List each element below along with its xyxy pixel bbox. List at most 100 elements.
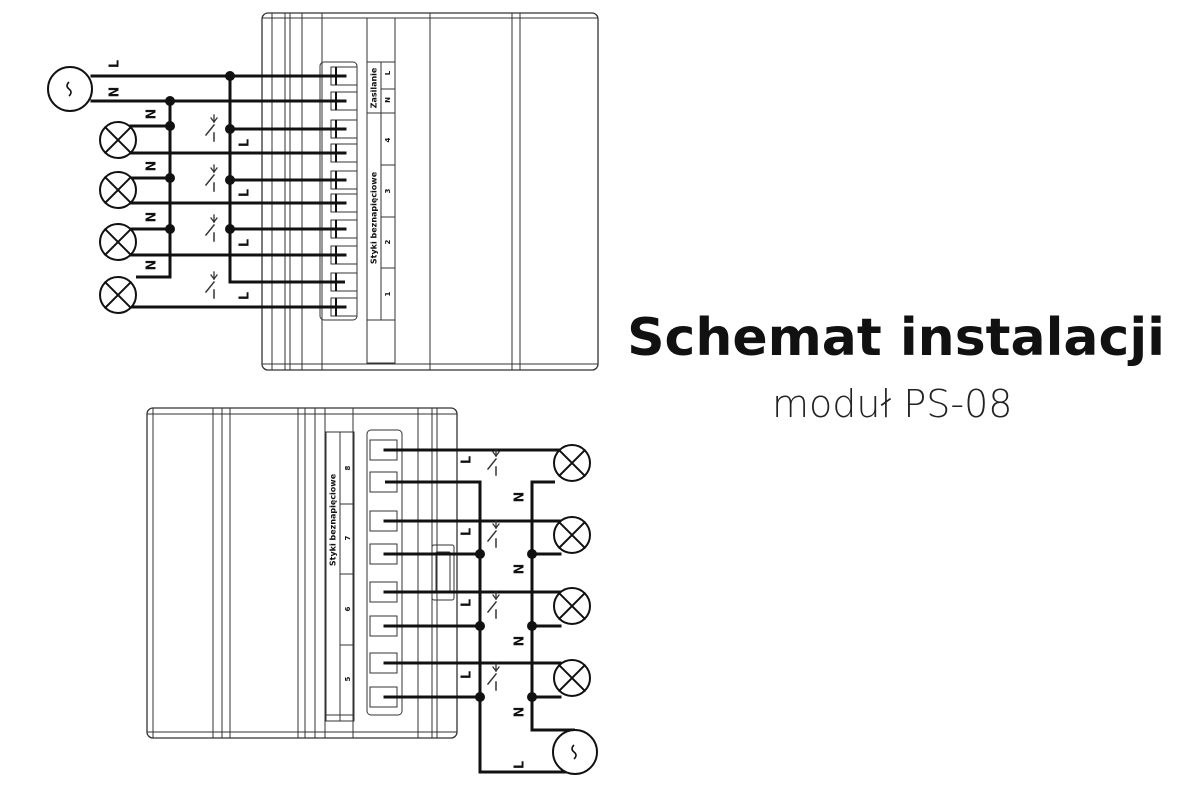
label-l: L (238, 292, 253, 300)
lamp-icon (99, 223, 137, 261)
switch-icon (486, 520, 500, 548)
switch-blade (486, 672, 498, 686)
junction-dot (527, 692, 537, 702)
label-l: L (238, 239, 253, 247)
tilde-glyph (66, 81, 72, 97)
junction-dot (225, 71, 235, 81)
switch-contact (210, 167, 215, 173)
lamp-cross (557, 591, 587, 621)
switch-icon (204, 164, 218, 192)
label-l: L (460, 599, 475, 607)
switch-icon (204, 114, 218, 142)
channel-number: 5 (344, 676, 352, 681)
channel-number: 4 (384, 137, 392, 142)
label-n: N (513, 564, 528, 575)
label-n: N (145, 260, 160, 271)
junction-dot (475, 692, 485, 702)
switch-contact (492, 666, 497, 672)
switch-contact (492, 451, 497, 457)
label-n: N (145, 161, 160, 172)
tilde-glyph (571, 744, 577, 760)
switch-contact (213, 217, 218, 223)
module-housing (146, 407, 458, 739)
label-n: N (108, 87, 123, 98)
junction-dot (475, 549, 485, 559)
junction-dot (527, 549, 537, 559)
lamp-cross (103, 175, 133, 205)
label-n: N (513, 636, 528, 647)
channel-number: 1 (384, 291, 392, 296)
lamp-cross (557, 448, 587, 478)
lamp-cross (103, 227, 133, 257)
line-bus (228, 76, 345, 284)
lamp-icon (553, 444, 591, 482)
switch-blade (486, 529, 498, 543)
switch-contact (213, 274, 218, 280)
power-source-icon (552, 729, 598, 775)
lamp-icon (553, 516, 591, 554)
module-top: Zasilanie L N Styki beznapięciowe 4 3 2 1 (261, 12, 599, 371)
din-clip (431, 544, 455, 601)
label-l: L (460, 528, 475, 536)
power-source-icon (47, 66, 93, 112)
switch-contact (495, 666, 500, 672)
lamp-cross (103, 125, 133, 155)
lamp-icon (553, 587, 591, 625)
channel-number: 3 (384, 188, 392, 193)
switch-icon (486, 591, 500, 619)
label-l: L (460, 456, 475, 464)
module-bottom: Styki beznapięciowe 8 7 6 5 (146, 407, 458, 739)
switch-contact (495, 523, 500, 529)
junction-dot (225, 224, 235, 234)
contacts-label: Styki beznapięciowe (329, 473, 338, 566)
switch-icon (486, 663, 500, 691)
label-n: N (145, 212, 160, 223)
switch-icon (204, 214, 218, 242)
channel-number: 6 (344, 606, 352, 611)
terminal-block (366, 429, 403, 716)
label-n: N (513, 492, 528, 503)
terminal-label-n: N (384, 97, 392, 103)
neutral-bus (136, 101, 172, 279)
switch-icon (204, 271, 218, 299)
module-housing (261, 12, 599, 371)
junction-dot (225, 124, 235, 134)
channel-number: 7 (344, 535, 352, 540)
channel-number: 8 (344, 465, 352, 470)
label-strip (366, 17, 396, 364)
switch-contact (495, 451, 500, 457)
label-l: L (108, 60, 123, 68)
lamp-icon (553, 659, 591, 697)
switch-contact (492, 523, 497, 529)
switch-contact (210, 117, 215, 123)
terminal-label-l: L (384, 70, 392, 75)
switch-icon (486, 448, 500, 476)
label-n: N (513, 707, 528, 718)
junction-dot (165, 96, 175, 106)
label-l: L (238, 189, 253, 197)
label-l: L (513, 761, 528, 769)
switch-contact (210, 217, 215, 223)
switch-blade (204, 223, 216, 237)
lamp-icon (99, 276, 137, 314)
switch-blade (486, 600, 498, 614)
junction-dot (165, 173, 175, 183)
channel-number: 2 (384, 239, 392, 244)
diagram-title: Schemat instalacji (627, 308, 1165, 368)
switch-contact (495, 594, 500, 600)
contacts-label: Styki beznapięciowe (370, 171, 379, 264)
din-clip-inner (435, 551, 451, 594)
junction-dot (225, 175, 235, 185)
junction-dot (527, 621, 537, 631)
switch-contact (213, 117, 218, 123)
switch-blade (204, 123, 216, 137)
switch-blade (204, 280, 216, 294)
switch-blade (486, 457, 498, 471)
lamp-icon (99, 171, 137, 209)
power-label: Zasilanie (370, 67, 379, 108)
junction-dot (165, 121, 175, 131)
switch-contact (210, 274, 215, 280)
